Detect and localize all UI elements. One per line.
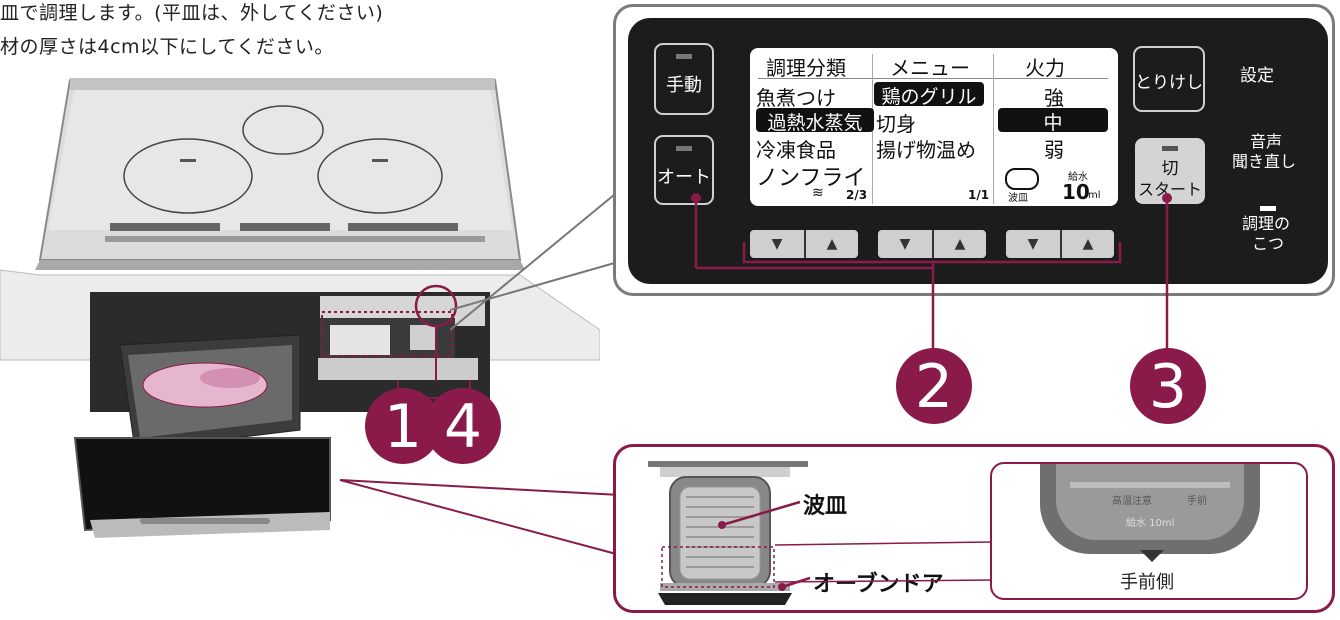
settings-button[interactable]: 設定 [1240, 66, 1274, 86]
lcd-heat-strong[interactable]: 強 [1044, 86, 1064, 110]
voice-repeat-line2[interactable]: 聞き直し [1232, 152, 1297, 171]
heat-arrows: ▼ ▲ [1006, 230, 1114, 258]
start-label-bottom: スタート [1137, 180, 1202, 199]
tips-led [1260, 206, 1276, 211]
step-4-badge: 4 [425, 388, 501, 464]
burner-left [123, 138, 253, 214]
menu-up-arrow-icon[interactable]: ▲ [932, 230, 986, 258]
lcd-menu-item-2[interactable]: 切身 [876, 112, 916, 136]
start-button[interactable]: 切 スタート [1135, 138, 1205, 204]
instruction-line-1: 皿で調理します。(平皿は、外してください) [0, 2, 384, 24]
oven-door-label: オーブンドア [813, 572, 944, 597]
category-arrows: ▼ ▲ [750, 230, 858, 258]
step-leader-lines [691, 193, 1172, 362]
instruction-line-2: 材の厚さは4cm以下にしてください。 [0, 36, 334, 58]
manual-label: 手動 [666, 75, 702, 96]
zoom-emboss-water: 給水 10ml [1126, 518, 1175, 529]
zoom-tray-inner [1056, 464, 1244, 540]
manual-button[interactable]: 手動 [654, 43, 714, 115]
lcd-tray-icon [1005, 168, 1039, 190]
lcd-category-item-2-selected[interactable]: 過熱水蒸気 [756, 108, 874, 134]
cooktop-illustration [0, 78, 600, 538]
auto-led [676, 146, 692, 151]
category-down-arrow-icon[interactable]: ▼ [771, 236, 783, 252]
lcd-header-heat: 火力 [1025, 56, 1065, 80]
cancel-label: とりけし [1135, 73, 1203, 93]
lcd-header-rule [758, 78, 1108, 79]
cooking-tips-line2[interactable]: こつ [1252, 234, 1285, 253]
zoom-tray-ridge [1070, 482, 1230, 488]
cancel-button[interactable]: とりけし [1133, 46, 1205, 112]
lcd-page-category: 2/3 [846, 188, 868, 202]
auto-button[interactable]: オート [654, 135, 714, 205]
lcd-display: 調理分類 メニュー 火力 魚煮つけ 過熱水蒸気 冷凍食品 ノンフライ 鶏のグリル… [750, 48, 1118, 206]
lcd-water-unit: ml [1088, 190, 1101, 201]
category-up-arrow-icon[interactable]: ▲ [804, 230, 858, 258]
lcd-tray-label: 波皿 [1008, 193, 1028, 204]
detail-callout-lines [339, 479, 621, 556]
menu-arrows: ▼ ▲ [878, 230, 986, 258]
lcd-category-item-4[interactable]: ノンフライ [756, 166, 866, 191]
heat-down-arrow-icon[interactable]: ▼ [1027, 236, 1039, 252]
lcd-heat-medium-selected[interactable]: 中 [998, 108, 1108, 134]
lcd-header-menu: メニュー [890, 56, 970, 80]
start-led [1162, 146, 1178, 151]
step-3-badge: 3 [1130, 348, 1206, 424]
lcd-page-menu: 1/1 [968, 188, 990, 202]
burner-center [242, 105, 324, 155]
step-2-badge: 2 [896, 348, 972, 424]
start-label-top: 切 [1161, 159, 1179, 179]
wave-tray-label: 波皿 [803, 494, 848, 519]
zoom-emboss-front: 手前 [1187, 496, 1207, 507]
lcd-category-item-3[interactable]: 冷凍食品 [756, 138, 836, 162]
heat-up-arrow-icon[interactable]: ▲ [1060, 230, 1114, 258]
zoom-lines [774, 541, 993, 583]
panel-callout-lines [450, 189, 626, 331]
burner-right [317, 138, 443, 214]
lcd-scroll-indicator: ≋ [812, 185, 824, 201]
voice-repeat-line1[interactable]: 音声 [1250, 132, 1283, 151]
zoom-detail-frame: 高温注意 手前 給水 10ml 手前側 [990, 462, 1308, 600]
lcd-header-category: 調理分類 [766, 56, 846, 80]
lcd-category-item-1[interactable]: 魚煮つけ [756, 86, 836, 110]
lcd-water-value: 10 [1062, 180, 1090, 204]
front-side-label: 手前側 [1120, 572, 1174, 593]
lcd-menu-item-3[interactable]: 揚げ物温め [876, 138, 976, 162]
lcd-heat-weak[interactable]: 弱 [1044, 138, 1064, 162]
lcd-col-divider-2 [993, 54, 994, 204]
lcd-menu-item-1-selected[interactable]: 鶏のグリル [874, 82, 984, 108]
lcd-water-label: 給水 [1068, 172, 1088, 183]
manual-led [676, 54, 692, 59]
front-side-arrow-icon [1140, 550, 1164, 562]
menu-down-arrow-icon[interactable]: ▼ [899, 236, 911, 252]
zoom-emboss-caution: 高温注意 [1112, 496, 1152, 507]
control-panel: 手動 オート 調理分類 メニュー 火力 魚煮つけ 過熱水蒸気 冷凍食品 ノンフラ… [628, 18, 1328, 284]
tray-detail-illustration [648, 461, 811, 605]
cooking-tips-line1[interactable]: 調理の [1242, 214, 1291, 233]
auto-label: オート [657, 167, 711, 188]
